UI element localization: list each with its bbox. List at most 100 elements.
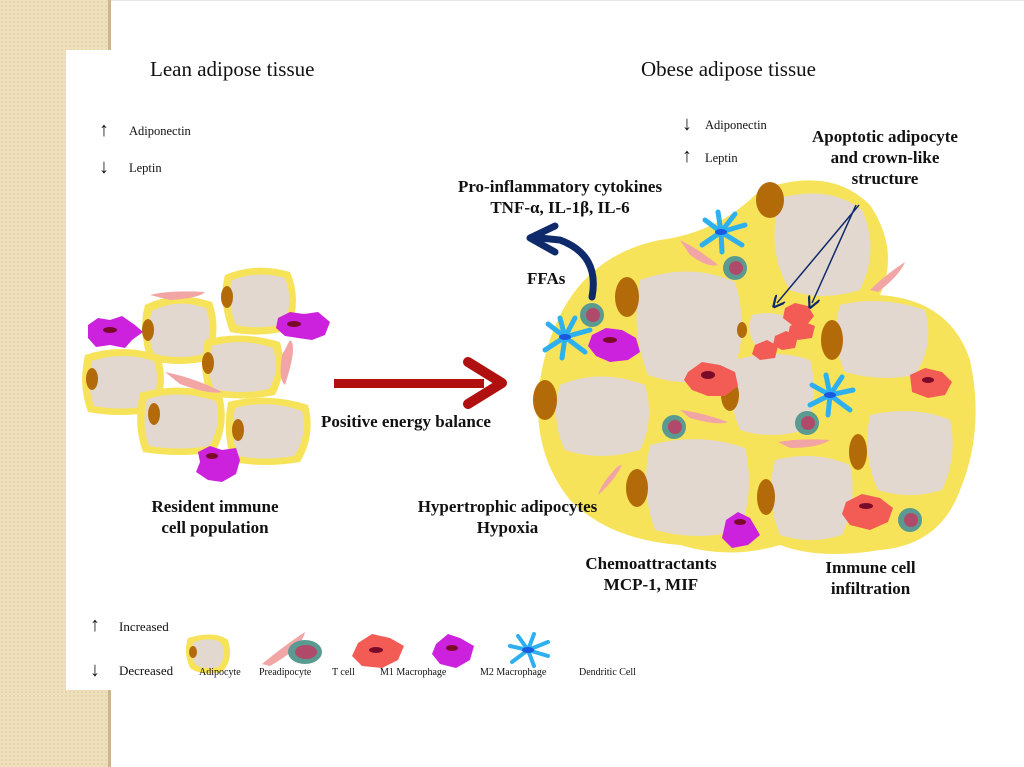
ffa-arrow — [536, 234, 597, 301]
dendritic-cell-icon — [508, 632, 550, 668]
slide-border-shadow — [108, 690, 111, 767]
adipocyte-nucleus — [757, 479, 775, 515]
m1-macrophage — [684, 362, 738, 396]
resident-immune-label: Resident immune cell population — [130, 496, 300, 538]
hypertrophic-line2: Hypoxia — [476, 518, 539, 537]
apoptotic-line3: structure — [851, 169, 919, 188]
preadipocyte-icon — [262, 632, 305, 666]
chemoattractants-label: Chemoattractants MCP-1, MIF — [566, 553, 736, 595]
m2-macrophage — [588, 328, 640, 362]
legend-label-m2-macrophage: M2 Macrophage — [480, 667, 547, 678]
legend-label-preadipocyte: Preadipocyte — [259, 667, 312, 678]
decrease-arrow-icon: ↓ — [99, 156, 109, 178]
adipocyte-icon — [185, 634, 230, 674]
lean-tissue-cluster — [82, 267, 330, 482]
dendritic-cell — [807, 372, 856, 418]
adipocyte-nucleus — [615, 277, 639, 317]
chemo-line1: Chemoattractants — [585, 554, 717, 573]
apoptotic-label: Apoptotic adipocyte and crown-like struc… — [790, 126, 980, 189]
cytokines-line1: Pro-inflammatory cytokines — [457, 177, 663, 196]
dendritic-cell — [699, 209, 748, 255]
slide-border-top — [0, 0, 110, 50]
hypertrophic-line1: Hypertrophic adipocytes — [417, 497, 598, 516]
immune-infiltration-label: Immune cell infiltration — [808, 557, 933, 599]
adipocyte — [646, 439, 749, 536]
preadipocyte — [778, 439, 830, 448]
adipocyte — [771, 456, 853, 540]
resident-line1: Resident immune — [151, 497, 279, 516]
m2-macrophage — [88, 316, 143, 348]
hypertrophic-label: Hypertrophic adipocytes Hypoxia — [395, 496, 620, 538]
m2-macrophage — [196, 446, 240, 482]
t-cell-icon — [288, 640, 322, 664]
decrease-arrow-icon: ↓ — [682, 113, 692, 135]
adipocyte — [836, 301, 929, 378]
t-cell — [662, 415, 686, 439]
cytokines-label: Pro-inflammatory cytokines TNF-α, IL-1β,… — [440, 176, 680, 218]
adipocyte-nucleus — [821, 320, 843, 360]
obese-tissue-title: Obese adipose tissue — [641, 57, 816, 81]
legend-increased: Increased — [119, 619, 169, 634]
apoptotic-line1: Apoptotic adipocyte — [812, 127, 958, 146]
adipocyte — [202, 335, 284, 399]
cytokines-line2: TNF-α, IL-1β, IL-6 — [490, 198, 630, 217]
t-cell — [795, 411, 819, 435]
legend-label-adipocyte: Adipocyte — [199, 667, 241, 678]
adipocyte — [142, 296, 217, 364]
legend-decrease-arrow-icon: ↓ — [90, 659, 100, 681]
m1-macrophage — [773, 331, 798, 350]
ffas-label: FFAs — [527, 269, 566, 288]
m1-macrophage — [752, 340, 778, 360]
adipocyte — [867, 411, 953, 495]
preadipocyte — [165, 372, 222, 393]
increase-arrow-icon: ↑ — [682, 145, 692, 167]
legend-label-m1-macrophage: M1 Macrophage — [380, 667, 447, 678]
slide-top-line — [111, 0, 1024, 1]
slide-border-shadow — [108, 0, 111, 50]
crown-pointer-arrow — [777, 204, 860, 303]
preadipocyte — [680, 240, 718, 266]
m2-macrophage — [722, 512, 760, 548]
apoptotic-line2: and crown-like — [830, 148, 940, 167]
legend-label-t-cell: T cell — [332, 667, 355, 678]
positive-energy-label: Positive energy balance — [321, 412, 491, 431]
legend-decreased: Decreased — [119, 663, 174, 678]
adipocyte-nucleus — [626, 469, 648, 507]
immune-line1: Immune cell — [825, 558, 916, 577]
lean-marker-adiponectin: Adiponectin — [129, 124, 191, 138]
immune-line2: infiltration — [830, 579, 911, 598]
t-cell — [898, 508, 922, 532]
adipocyte-nucleus — [849, 434, 867, 470]
adipocyte-nucleus — [737, 322, 747, 338]
obese-marker-leptin: Leptin — [705, 151, 738, 165]
preadipocyte — [870, 262, 905, 292]
legend-increase-arrow-icon: ↑ — [90, 614, 100, 636]
preadipocyte — [150, 291, 205, 300]
adipocyte — [225, 397, 311, 465]
m2-macrophage — [276, 312, 330, 340]
t-cell — [580, 303, 604, 327]
slide-border-bottom — [0, 690, 110, 767]
m1-macrophage-icon — [352, 634, 404, 668]
m1-macrophage — [842, 494, 893, 530]
slide-border-left — [0, 0, 66, 767]
adipocyte — [636, 271, 742, 383]
adipocyte — [221, 267, 296, 335]
obese-marker-adiponectin: Adiponectin — [705, 118, 767, 132]
m1-macrophage — [783, 303, 814, 326]
preadipocyte — [598, 465, 622, 495]
adipocyte — [137, 387, 225, 455]
adipocyte — [731, 354, 814, 435]
increase-arrow-icon: ↑ — [99, 119, 109, 141]
resident-line2: cell population — [161, 518, 269, 537]
chemo-line2: MCP-1, MIF — [603, 575, 699, 594]
preadipocyte — [680, 410, 728, 424]
m1-macrophage — [910, 368, 952, 398]
adipocyte-nucleus — [756, 182, 784, 218]
preadipocyte — [280, 340, 294, 385]
adipocyte — [556, 376, 649, 456]
crown-pointer-arrow — [812, 204, 857, 303]
legend-label-dendritic-cell: Dendritic Cell — [579, 667, 636, 678]
lean-marker-leptin: Leptin — [129, 161, 162, 175]
